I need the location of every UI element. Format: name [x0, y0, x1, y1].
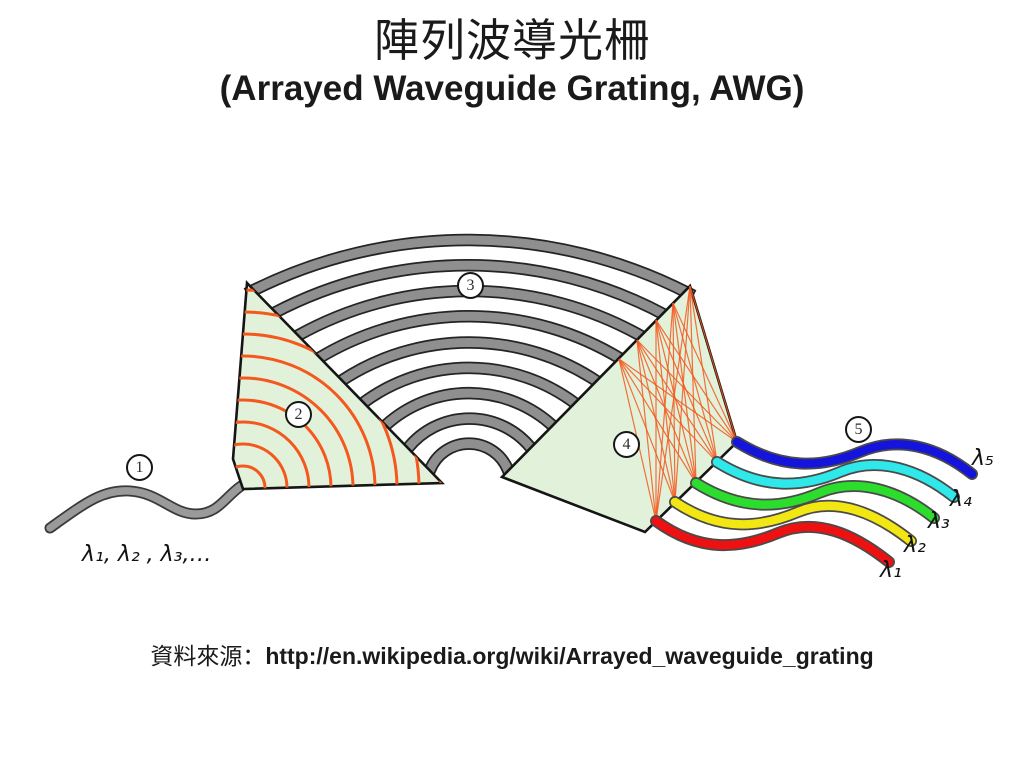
wavefront-arc — [233, 464, 267, 489]
interference-ray — [618, 358, 738, 443]
input-fiber — [50, 486, 241, 528]
slide-title-block: 陣列波導光柵 (Arrayed Waveguide Grating, AWG) — [0, 14, 1024, 109]
interference-ray — [672, 302, 697, 484]
label-lambda5: λ₅ — [972, 446, 994, 471]
marker-4-output-coupler: 4 — [613, 431, 640, 458]
interference-ray — [689, 285, 718, 463]
interference-ray — [672, 302, 676, 503]
slide-title-english: (Arrayed Waveguide Grating, AWG) — [219, 69, 805, 108]
label-lambda4: λ₄ — [950, 487, 972, 512]
input-wavelengths-label: λ₁, λ₂ , λ₃,… — [82, 542, 212, 567]
source-caption-url: http://en.wikipedia.org/wiki/Arrayed_wav… — [265, 643, 874, 669]
output-coupler-interference — [618, 285, 738, 522]
interference-ray — [672, 302, 718, 463]
interference-ray — [636, 339, 657, 522]
marker-1-input-fiber: 1 — [126, 454, 153, 481]
interference-ray — [636, 339, 697, 484]
source-caption-prefix: 資料來源： — [150, 644, 266, 669]
interference-ray — [655, 319, 718, 463]
marker-5-output-fibers: 5 — [845, 416, 872, 443]
label-lambda1: λ₁ — [880, 558, 902, 583]
source-caption: 資料來源：http://en.wikipedia.org/wiki/Arraye… — [0, 637, 1024, 671]
marker-2-input-coupler: 2 — [285, 401, 312, 428]
interference-ray — [655, 302, 674, 522]
interference-ray — [618, 358, 697, 484]
interference-ray — [655, 319, 697, 484]
marker-3-waveguide-array: 3 — [457, 272, 484, 299]
interference-ray — [689, 285, 738, 443]
interference-ray — [655, 285, 691, 522]
input-fiber-core — [50, 486, 241, 528]
slide-title-chinese: 陣列波導光柵 — [373, 16, 650, 66]
label-lambda3: λ₃ — [928, 509, 950, 534]
interference-ray — [655, 319, 676, 503]
interference-ray — [674, 285, 691, 503]
interference-ray — [636, 339, 718, 463]
interference-ray — [618, 358, 718, 463]
interference-ray — [689, 285, 697, 484]
label-lambda2: λ₂ — [904, 533, 926, 558]
